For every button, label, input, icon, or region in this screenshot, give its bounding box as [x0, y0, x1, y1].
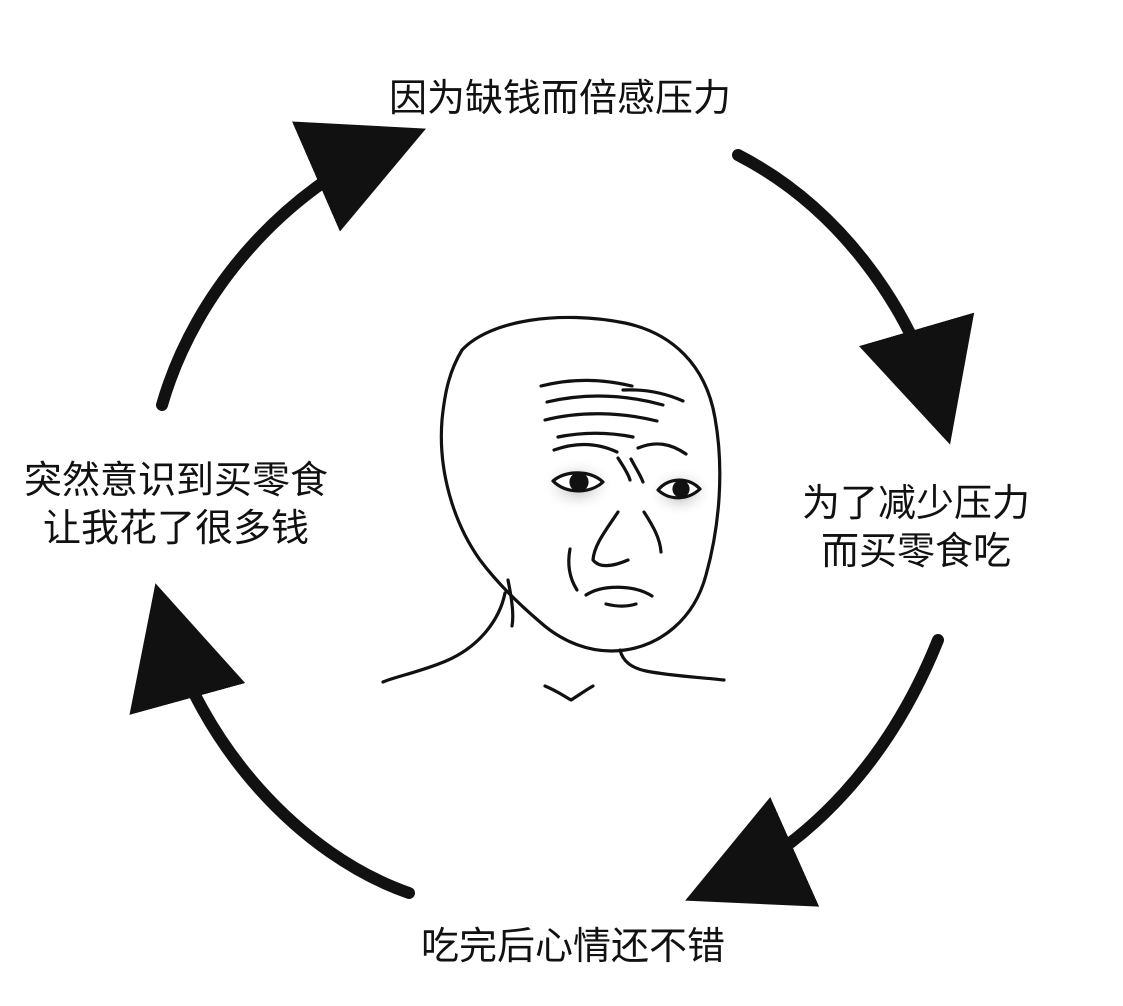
eyes: [551, 471, 702, 500]
cycle-step-realize-spending-line-1: 突然意识到买零食: [24, 458, 329, 502]
cycle-step-buy-snacks-line-2: 而买零食吃: [821, 529, 1012, 573]
right-brow: [636, 442, 688, 456]
forehead-line-4: [556, 431, 635, 439]
face-outline: [439, 315, 722, 653]
neck-left: [381, 591, 507, 684]
left-pupil: [569, 472, 589, 492]
cycle-step-feel-good-text: 吃完后心情还不错: [421, 924, 726, 968]
right-pupil: [672, 480, 690, 498]
arrow-bottom-to-left: [129, 583, 415, 899]
cycle-step-buy-snacks-line-1: 为了减少压力: [802, 481, 1031, 525]
forehead-line-3: [543, 412, 659, 423]
forehead-line-5: [621, 388, 685, 403]
collarbone: [543, 684, 595, 702]
cycle-step-realize-spending: 突然意识到买零食 让我花了很多钱: [24, 456, 328, 552]
mouth: [584, 585, 654, 598]
neck-right: [618, 648, 726, 682]
cycle-step-money-pressure: 因为缺钱而倍感压力: [389, 74, 731, 122]
cycle-step-money-pressure-text: 因为缺钱而倍感压力: [389, 76, 732, 120]
lower-face: [567, 510, 663, 608]
arrow-top-to-right: [732, 149, 975, 445]
neck-crease: [506, 578, 515, 628]
left-brow: [552, 442, 619, 454]
sad-face-illustration: [381, 315, 726, 702]
forehead-line-2: [545, 394, 665, 407]
lower-lip: [604, 602, 638, 608]
cycle-step-realize-spending-line-2: 让我花了很多钱: [43, 506, 310, 550]
arrow-right-to-bottom: [685, 634, 944, 907]
cheek-line-left: [567, 547, 579, 592]
nose-side: [642, 510, 663, 554]
cycle-step-feel-good: 吃完后心情还不错: [421, 922, 725, 970]
arrow-left-to-top: [156, 121, 427, 411]
brow-furrow: [616, 456, 645, 484]
cycle-step-buy-snacks: 为了减少压力 而买零食吃: [802, 479, 1030, 575]
forehead-line-1: [539, 378, 634, 388]
nose: [591, 510, 630, 568]
